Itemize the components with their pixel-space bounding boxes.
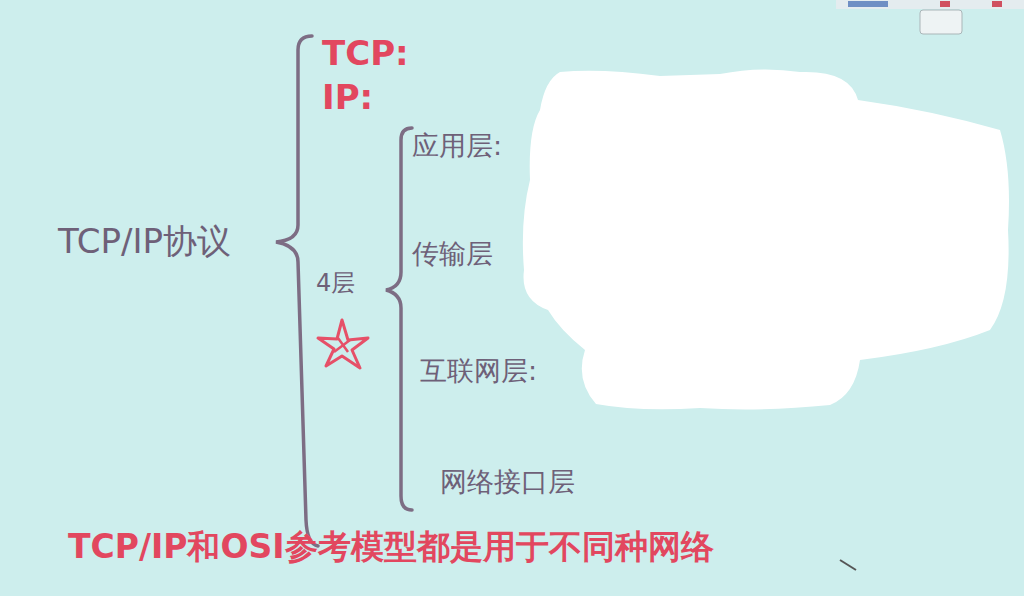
toolbar-icon (992, 1, 1002, 7)
star-scribble (334, 338, 350, 352)
toolbar-icon (940, 1, 950, 7)
note-text: TCP/IP和OSI参考模型都是用于不同种网络 (68, 528, 714, 566)
topic-title: TCP/IP协议 (58, 222, 231, 261)
toolbar-icon (848, 1, 888, 7)
pen-mark (840, 560, 856, 570)
white-cover (523, 69, 1009, 409)
layer-name: 互联网层: (420, 355, 537, 386)
layer-name: 传输层 (412, 238, 493, 269)
protocol-name: TCP: (322, 34, 409, 73)
layer-name: 网络接口层 (440, 466, 575, 497)
layer-name: 应用层: (412, 130, 502, 161)
toolbar-button (920, 10, 962, 34)
layer-brace (386, 128, 412, 510)
red-star (318, 320, 368, 368)
toolbar-strip (836, 0, 1024, 9)
protocol-name: IP: (322, 78, 373, 117)
main-brace (276, 36, 318, 546)
layer-count: 4层 (316, 270, 355, 298)
